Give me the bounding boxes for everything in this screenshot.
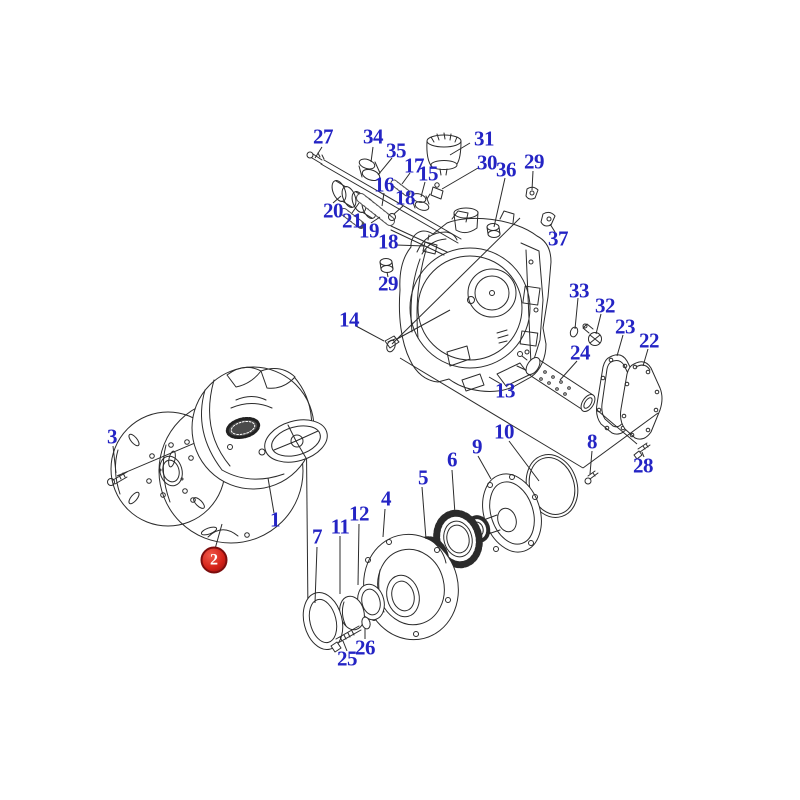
callout-37-16[interactable]: 37 bbox=[548, 226, 569, 251]
leader-line bbox=[642, 348, 649, 367]
leader-line bbox=[112, 445, 117, 474]
part-26-washer bbox=[361, 616, 371, 630]
callout-5-31[interactable]: 5 bbox=[418, 465, 429, 490]
callout-19-13[interactable]: 19 bbox=[359, 218, 380, 243]
leader-line bbox=[616, 334, 624, 357]
leader-line bbox=[421, 486, 427, 540]
leader-line bbox=[386, 271, 389, 278]
leader-line bbox=[377, 157, 393, 176]
part-1-torque-converter bbox=[191, 366, 328, 490]
leader-line bbox=[449, 142, 471, 156]
leader-line bbox=[382, 508, 386, 538]
leader-line bbox=[370, 146, 374, 163]
part-33-washer bbox=[569, 326, 579, 338]
callout-21-12[interactable]: 21 bbox=[342, 208, 363, 233]
callout-28-36[interactable]: 28 bbox=[633, 453, 654, 478]
callout-22-20[interactable]: 22 bbox=[639, 328, 660, 353]
leader-line bbox=[595, 313, 602, 335]
leader-line bbox=[641, 451, 645, 458]
callout-29-6[interactable]: 29 bbox=[524, 149, 545, 174]
part-13-housing bbox=[386, 207, 552, 392]
callout-14-22[interactable]: 14 bbox=[339, 307, 360, 332]
leader-line bbox=[370, 216, 381, 224]
leader-line bbox=[332, 195, 342, 204]
leader-line bbox=[420, 181, 426, 198]
callout-18-14[interactable]: 18 bbox=[378, 229, 399, 254]
part-24-strainer-tube bbox=[517, 351, 596, 413]
part-31-oil-filter bbox=[426, 132, 462, 176]
callout-8-35[interactable]: 8 bbox=[587, 429, 598, 454]
leader-line bbox=[574, 297, 579, 330]
callout-32-18[interactable]: 32 bbox=[595, 293, 616, 318]
callout-10-34[interactable]: 10 bbox=[494, 419, 515, 444]
part-32-valve bbox=[582, 323, 602, 346]
part-7-seal bbox=[302, 591, 344, 651]
part-25-bolt bbox=[330, 625, 362, 653]
part-22-cover bbox=[620, 361, 663, 440]
part-28-bolt bbox=[633, 442, 651, 460]
leader-line bbox=[508, 440, 540, 482]
callout-2-highlighted[interactable]: 2 bbox=[200, 546, 228, 574]
callout-17-7[interactable]: 17 bbox=[404, 153, 425, 178]
leader-line bbox=[493, 177, 506, 228]
leader-lines bbox=[112, 142, 659, 652]
callout-24-21[interactable]: 24 bbox=[570, 340, 591, 365]
leader-line bbox=[401, 172, 411, 185]
leader-line bbox=[393, 205, 404, 215]
leader-line bbox=[441, 167, 479, 190]
callout-29-15[interactable]: 29 bbox=[378, 271, 399, 296]
callout-33-17[interactable]: 33 bbox=[569, 278, 590, 303]
leader-line bbox=[357, 523, 360, 586]
leader-line bbox=[559, 360, 578, 381]
callout-13-23[interactable]: 13 bbox=[495, 378, 516, 403]
leader-line bbox=[396, 309, 451, 340]
leader-line bbox=[488, 376, 502, 385]
callout-31-3[interactable]: 31 bbox=[474, 126, 495, 151]
leader-line bbox=[549, 223, 556, 233]
leader-line bbox=[399, 357, 584, 469]
leader-line bbox=[582, 412, 659, 469]
leader-line bbox=[355, 325, 385, 342]
callout-11-28[interactable]: 11 bbox=[330, 514, 350, 539]
callout-9-33[interactable]: 9 bbox=[472, 434, 483, 459]
part-8-bolt bbox=[584, 470, 599, 485]
leader-line bbox=[314, 546, 318, 604]
callout-15-8[interactable]: 15 bbox=[418, 161, 439, 186]
leader-line bbox=[267, 477, 275, 514]
leader-line bbox=[351, 202, 360, 214]
leader-line bbox=[395, 244, 426, 247]
callout-23-19[interactable]: 23 bbox=[615, 314, 636, 339]
callout-34-1[interactable]: 34 bbox=[363, 124, 384, 149]
callout-20-11[interactable]: 20 bbox=[323, 198, 344, 223]
callout-16-9[interactable]: 16 bbox=[374, 172, 395, 197]
callout-7-27[interactable]: 7 bbox=[312, 524, 323, 549]
callout-26-38[interactable]: 26 bbox=[355, 635, 376, 660]
callout-6-32[interactable]: 6 bbox=[447, 447, 458, 472]
callout-18-10[interactable]: 18 bbox=[395, 185, 416, 210]
leader-line bbox=[381, 192, 385, 207]
leader-line bbox=[451, 469, 456, 515]
callout-25-37[interactable]: 25 bbox=[337, 646, 358, 671]
callout-35-2[interactable]: 35 bbox=[386, 138, 407, 163]
callout-12-29[interactable]: 12 bbox=[349, 501, 370, 526]
callout-30-4[interactable]: 30 bbox=[477, 150, 498, 175]
callout-4-30[interactable]: 4 bbox=[381, 486, 392, 511]
leader-line bbox=[596, 409, 638, 445]
part-14-clip bbox=[384, 335, 400, 349]
callout-27-0[interactable]: 27 bbox=[313, 124, 334, 149]
part-11-seal bbox=[339, 595, 365, 631]
leader-line bbox=[391, 217, 521, 345]
callout-36-5[interactable]: 36 bbox=[496, 157, 517, 182]
leader-line bbox=[531, 170, 534, 191]
leader-line bbox=[477, 455, 492, 480]
leader-line bbox=[342, 640, 348, 652]
leader-line bbox=[314, 146, 323, 159]
leader-line bbox=[214, 523, 223, 550]
callout-1-25[interactable]: 1 bbox=[270, 507, 281, 532]
callout-3-24[interactable]: 3 bbox=[107, 424, 118, 449]
